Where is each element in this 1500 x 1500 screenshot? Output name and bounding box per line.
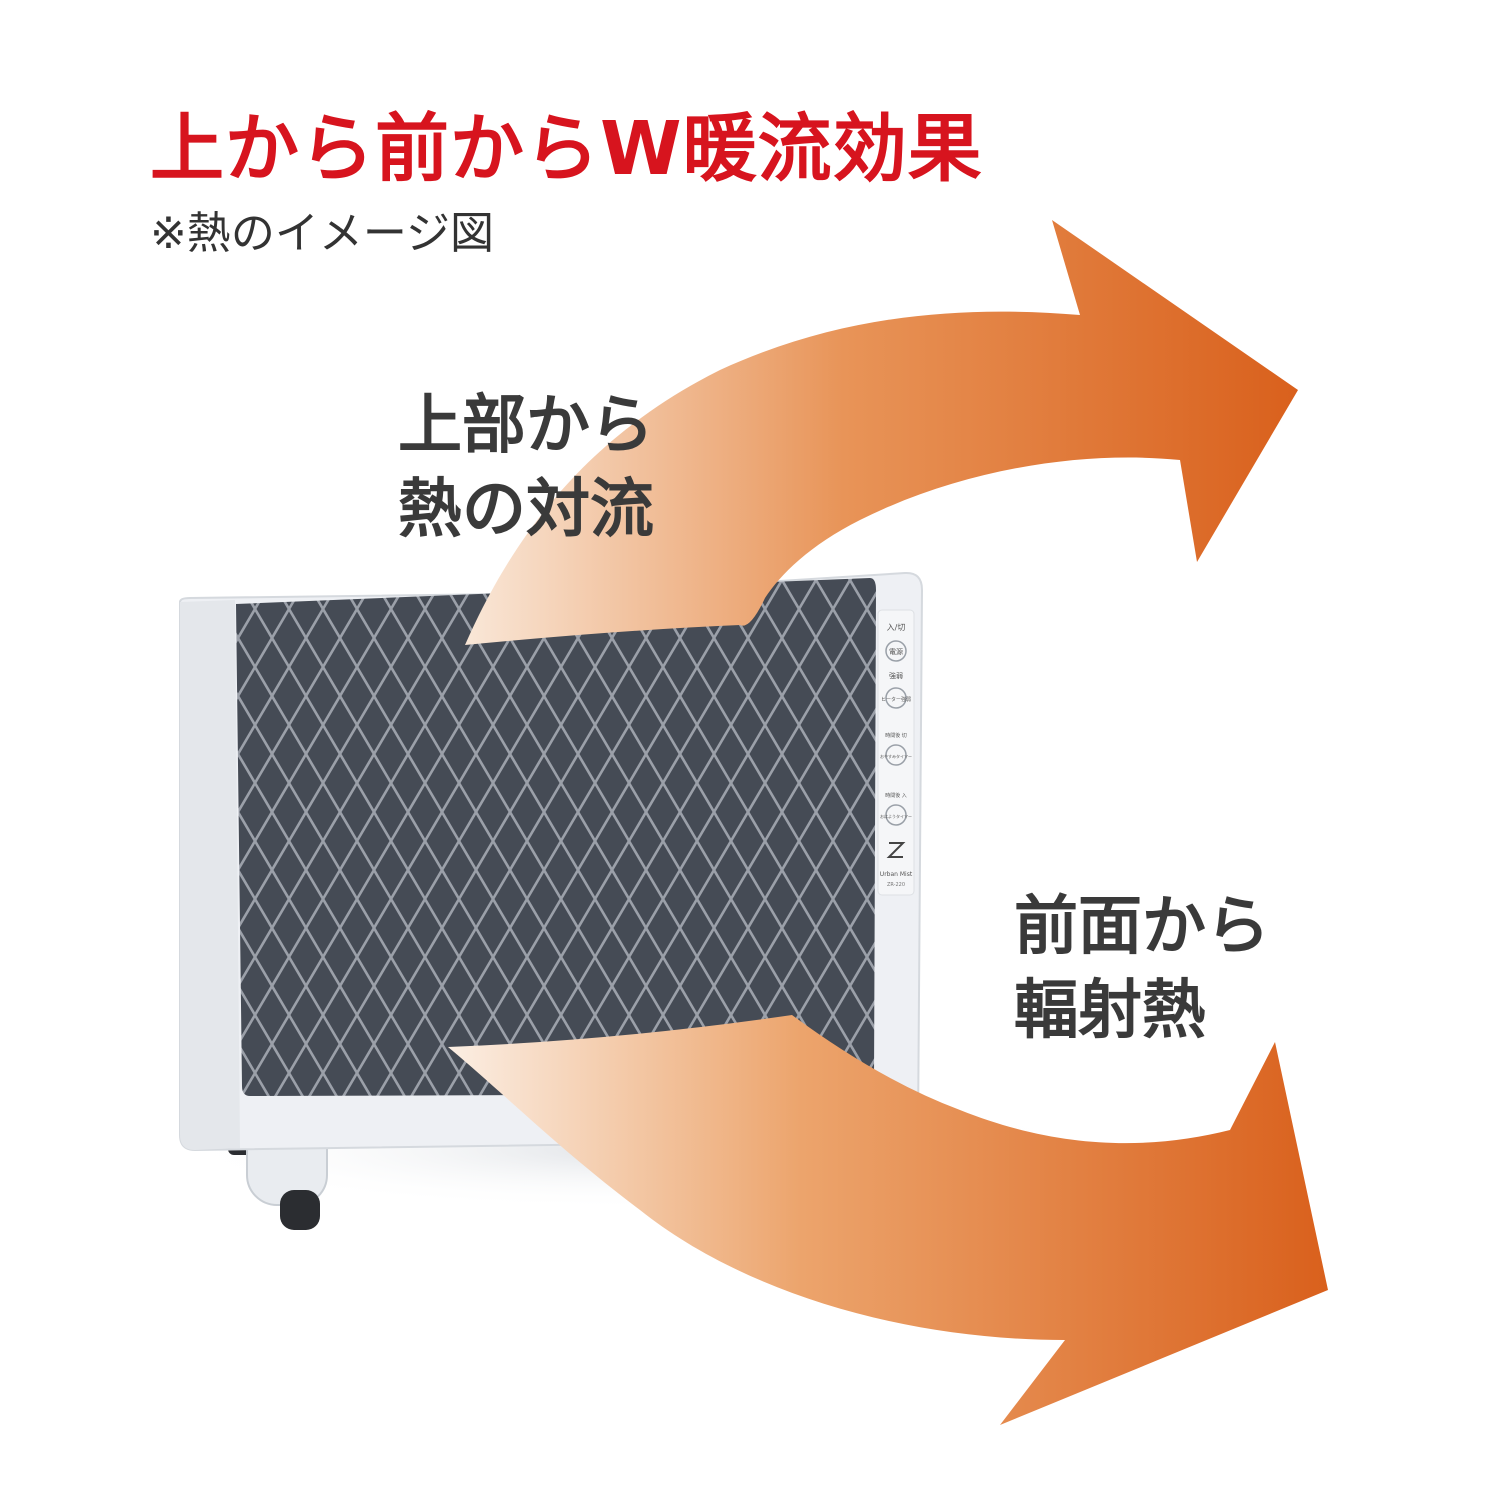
label-radiant-line1: 前面から: [1014, 890, 1270, 964]
label-radiant-line2: 輻射熱: [1014, 974, 1206, 1049]
label-convection: 上部から 熱の対流: [398, 384, 654, 553]
heater-wheel: [280, 1190, 320, 1230]
brand-logo-icon: [886, 842, 906, 858]
power-button[interactable]: [885, 640, 907, 662]
label-convection-line2: 熱の対流: [398, 473, 654, 548]
control-panel: [877, 609, 915, 896]
heater-mesh-panel: [236, 578, 876, 1096]
heater-strength-button[interactable]: [885, 687, 907, 709]
panel-brand: Urban Mist: [880, 871, 913, 878]
arrow-convection-icon: [465, 220, 1298, 645]
panel-power: 電源: [889, 647, 903, 656]
label-convection-line1: 上部から: [398, 389, 654, 463]
headline: 上から前からW暖流効果: [150, 106, 983, 192]
panel-off-timer-label: 時間後 切: [885, 732, 907, 739]
panel-heater-strength: ヒーター強弱: [881, 696, 911, 703]
panel-heater: 入/切 電源 強弱 ヒーター強弱 時間後 切 おやすみタイマー 時間後 入 おは…: [179, 571, 924, 1230]
panel-strength: 強弱: [889, 672, 903, 680]
off-timer-button[interactable]: [885, 744, 907, 766]
image-note: ※熱のイメージ図: [150, 208, 494, 259]
panel-power-top: 入/切: [887, 623, 906, 632]
label-radiant: 前面から 輻射熱: [1014, 885, 1270, 1054]
on-timer-button[interactable]: [885, 804, 907, 826]
arrow-radiant-icon: [448, 1015, 1328, 1425]
panel-model: ZR-220: [887, 882, 905, 888]
panel-on-timer: おはようタイマー: [880, 813, 912, 819]
panel-off-timer: おやすみタイマー: [880, 753, 912, 759]
panel-on-timer-label: 時間後 入: [885, 792, 907, 799]
